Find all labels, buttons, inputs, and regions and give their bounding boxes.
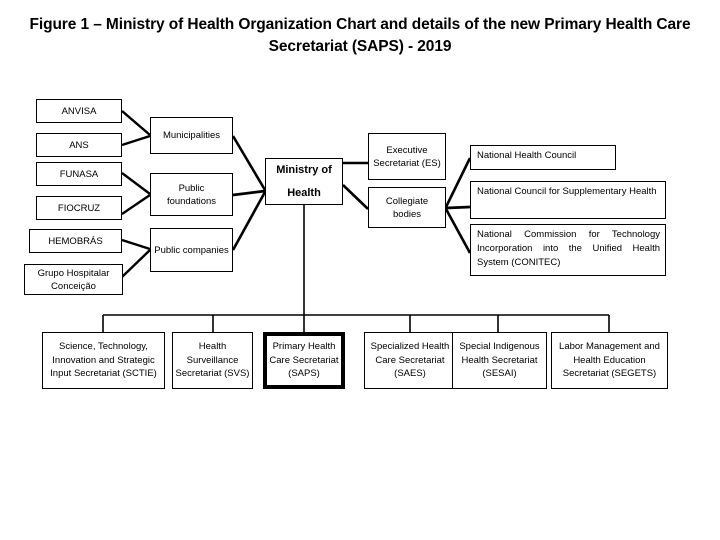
node-hemobras[interactable]: HEMOBRÁS (29, 229, 122, 253)
figure-title: Figure 1 – Ministry of Health Organizati… (29, 16, 691, 55)
node-municipalities[interactable]: Municipalities (150, 117, 233, 154)
node-grupo-hospitalar-conceicao-label: Grupo Hospitalar Conceição (37, 267, 110, 292)
node-anvisa[interactable]: ANVISA (36, 99, 122, 123)
node-conitec-label: National Commission for Technology Incor… (477, 229, 660, 268)
node-ans[interactable]: ANS (36, 133, 122, 157)
node-secretariat-saes[interactable]: Specialized Health Care Secretariat (SAE… (364, 332, 456, 389)
node-national-health-council[interactable]: National Health Council (470, 145, 616, 170)
node-secretariat-saps-label: Primary Health Care Secretariat (SAPS) (269, 341, 339, 380)
node-funasa-label: FUNASA (59, 168, 99, 180)
node-public-foundations[interactable]: Public foundations (150, 173, 233, 216)
node-executive-secretariat[interactable]: Executive Secretariat (ES) (368, 133, 446, 180)
node-ministry-of-health[interactable]: Ministry of Health (265, 158, 343, 205)
node-executive-secretariat-label: Executive Secretariat (ES) (373, 144, 441, 169)
node-secretariat-sesai-label: Special Indigenous Health Secretariat (S… (459, 341, 540, 380)
node-national-health-council-label: National Health Council (477, 150, 577, 161)
node-ministry-of-health-label: Ministry of Health (268, 159, 340, 205)
ministry-line-1: Ministry of (276, 163, 332, 176)
node-public-foundations-label: Public foundations (166, 182, 217, 207)
node-secretariat-segets-label: Labor Management and Health Education Se… (559, 341, 660, 380)
node-funasa[interactable]: FUNASA (36, 162, 122, 186)
node-secretariat-saps[interactable]: Primary Health Care Secretariat (SAPS) (263, 332, 345, 389)
node-national-council-supplementary-health-label: National Council for Supplementary Healt… (477, 186, 657, 197)
node-collegiate-bodies[interactable]: Collegiate bodies (368, 187, 446, 228)
node-hemobras-label: HEMOBRÁS (48, 235, 103, 247)
node-secretariat-sctie[interactable]: Science, Technology, Innovation and Stra… (42, 332, 165, 389)
node-ans-label: ANS (69, 139, 89, 151)
ministry-line-2: Health (287, 186, 321, 199)
node-fiocruz-label: FIOCRUZ (57, 202, 101, 214)
node-fiocruz[interactable]: FIOCRUZ (36, 196, 122, 220)
node-secretariat-svs[interactable]: Health Surveillance Secretariat (SVS) (172, 332, 253, 389)
node-secretariat-saes-label: Specialized Health Care Secretariat (SAE… (370, 341, 450, 380)
node-secretariat-sesai[interactable]: Special Indigenous Health Secretariat (S… (452, 332, 547, 389)
node-municipalities-label: Municipalities (162, 130, 221, 141)
node-grupo-hospitalar-conceicao[interactable]: Grupo Hospitalar Conceição (24, 264, 123, 295)
node-conitec[interactable]: National Commission for Technology Incor… (470, 224, 666, 276)
node-collegiate-bodies-label: Collegiate bodies (385, 195, 429, 220)
node-secretariat-svs-label: Health Surveillance Secretariat (SVS) (175, 341, 250, 380)
node-public-companies[interactable]: Public companies (150, 228, 233, 272)
node-secretariat-segets[interactable]: Labor Management and Health Education Se… (551, 332, 668, 389)
node-national-council-supplementary-health[interactable]: National Council for Supplementary Healt… (470, 181, 666, 219)
node-secretariat-sctie-label: Science, Technology, Innovation and Stra… (50, 341, 157, 380)
node-public-companies-label: Public companies (154, 244, 229, 256)
node-anvisa-label: ANVISA (61, 105, 97, 117)
